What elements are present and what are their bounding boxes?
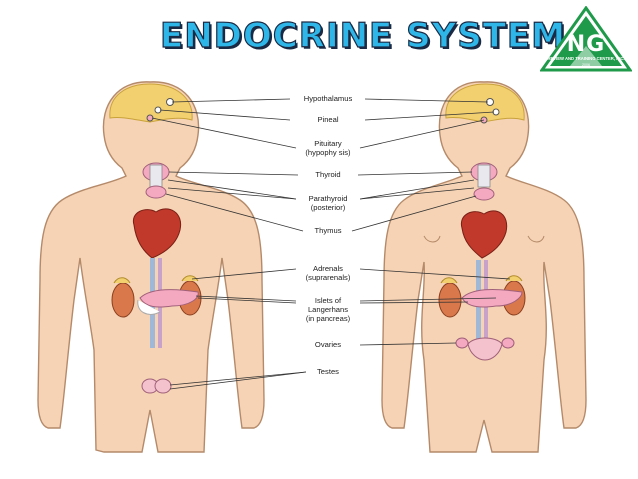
label-parathyroid: Parathyroid (posterior): [292, 194, 364, 212]
female-brain: [445, 83, 525, 123]
male-heart: [132, 208, 182, 259]
label-islets: Islets of Langerhans (in pancreas): [292, 296, 364, 323]
label-islets-line1: Islets of: [314, 296, 342, 305]
label-pituitary-line2: (hypophy sis): [305, 148, 351, 157]
male-kidney-left: [111, 282, 135, 318]
label-testes: Testes: [317, 367, 339, 376]
label-thymus: Thymus: [314, 226, 342, 235]
logo-initials: NG: [566, 32, 606, 57]
label-hypothalamus: Hypothalamus: [303, 94, 353, 103]
female-ovary-right: [501, 337, 515, 349]
label-adrenals-line1: Adrenals: [313, 264, 343, 273]
female-ovary-left: [455, 337, 469, 349]
female-figure: [381, 81, 587, 453]
female-kidney-left: [438, 282, 462, 318]
label-pituitary-line1: Pituitary: [314, 139, 342, 148]
label-ovaries: Ovaries: [314, 340, 342, 349]
logo-tagline: REVIEW AND TRAINING CENTER, INC.: [547, 56, 625, 61]
label-thyroid: Thyroid: [315, 170, 341, 179]
leader-lines: [151, 98, 511, 390]
male-testis-right: [154, 378, 172, 394]
logo-year: 2006: [582, 63, 590, 67]
label-parathyroid-line2: (posterior): [310, 203, 346, 212]
male-brain: [109, 83, 193, 123]
page-title: ENDOCRINE SYSTEM: [159, 15, 566, 56]
ng-logo: NG REVIEW AND TRAINING CENTER, INC. 2006: [539, 5, 633, 78]
male-figure: [37, 81, 265, 453]
label-adrenals: Adrenals (suprarenals): [292, 264, 364, 282]
female-heart: [460, 210, 508, 259]
female-uterus: [467, 337, 503, 361]
label-adrenals-line2: (suprarenals): [305, 273, 351, 282]
label-pituitary: Pituitary (hypophy sis): [292, 139, 364, 157]
label-pineal: Pineal: [317, 115, 339, 124]
male-pancreas: [139, 289, 199, 308]
label-islets-line2: Langerhans: [307, 305, 349, 314]
label-islets-line3: (in pancreas): [305, 314, 351, 323]
label-parathyroid-line1: Parathyroid: [308, 194, 348, 203]
mountain-triangle-logo-icon: [539, 5, 633, 72]
